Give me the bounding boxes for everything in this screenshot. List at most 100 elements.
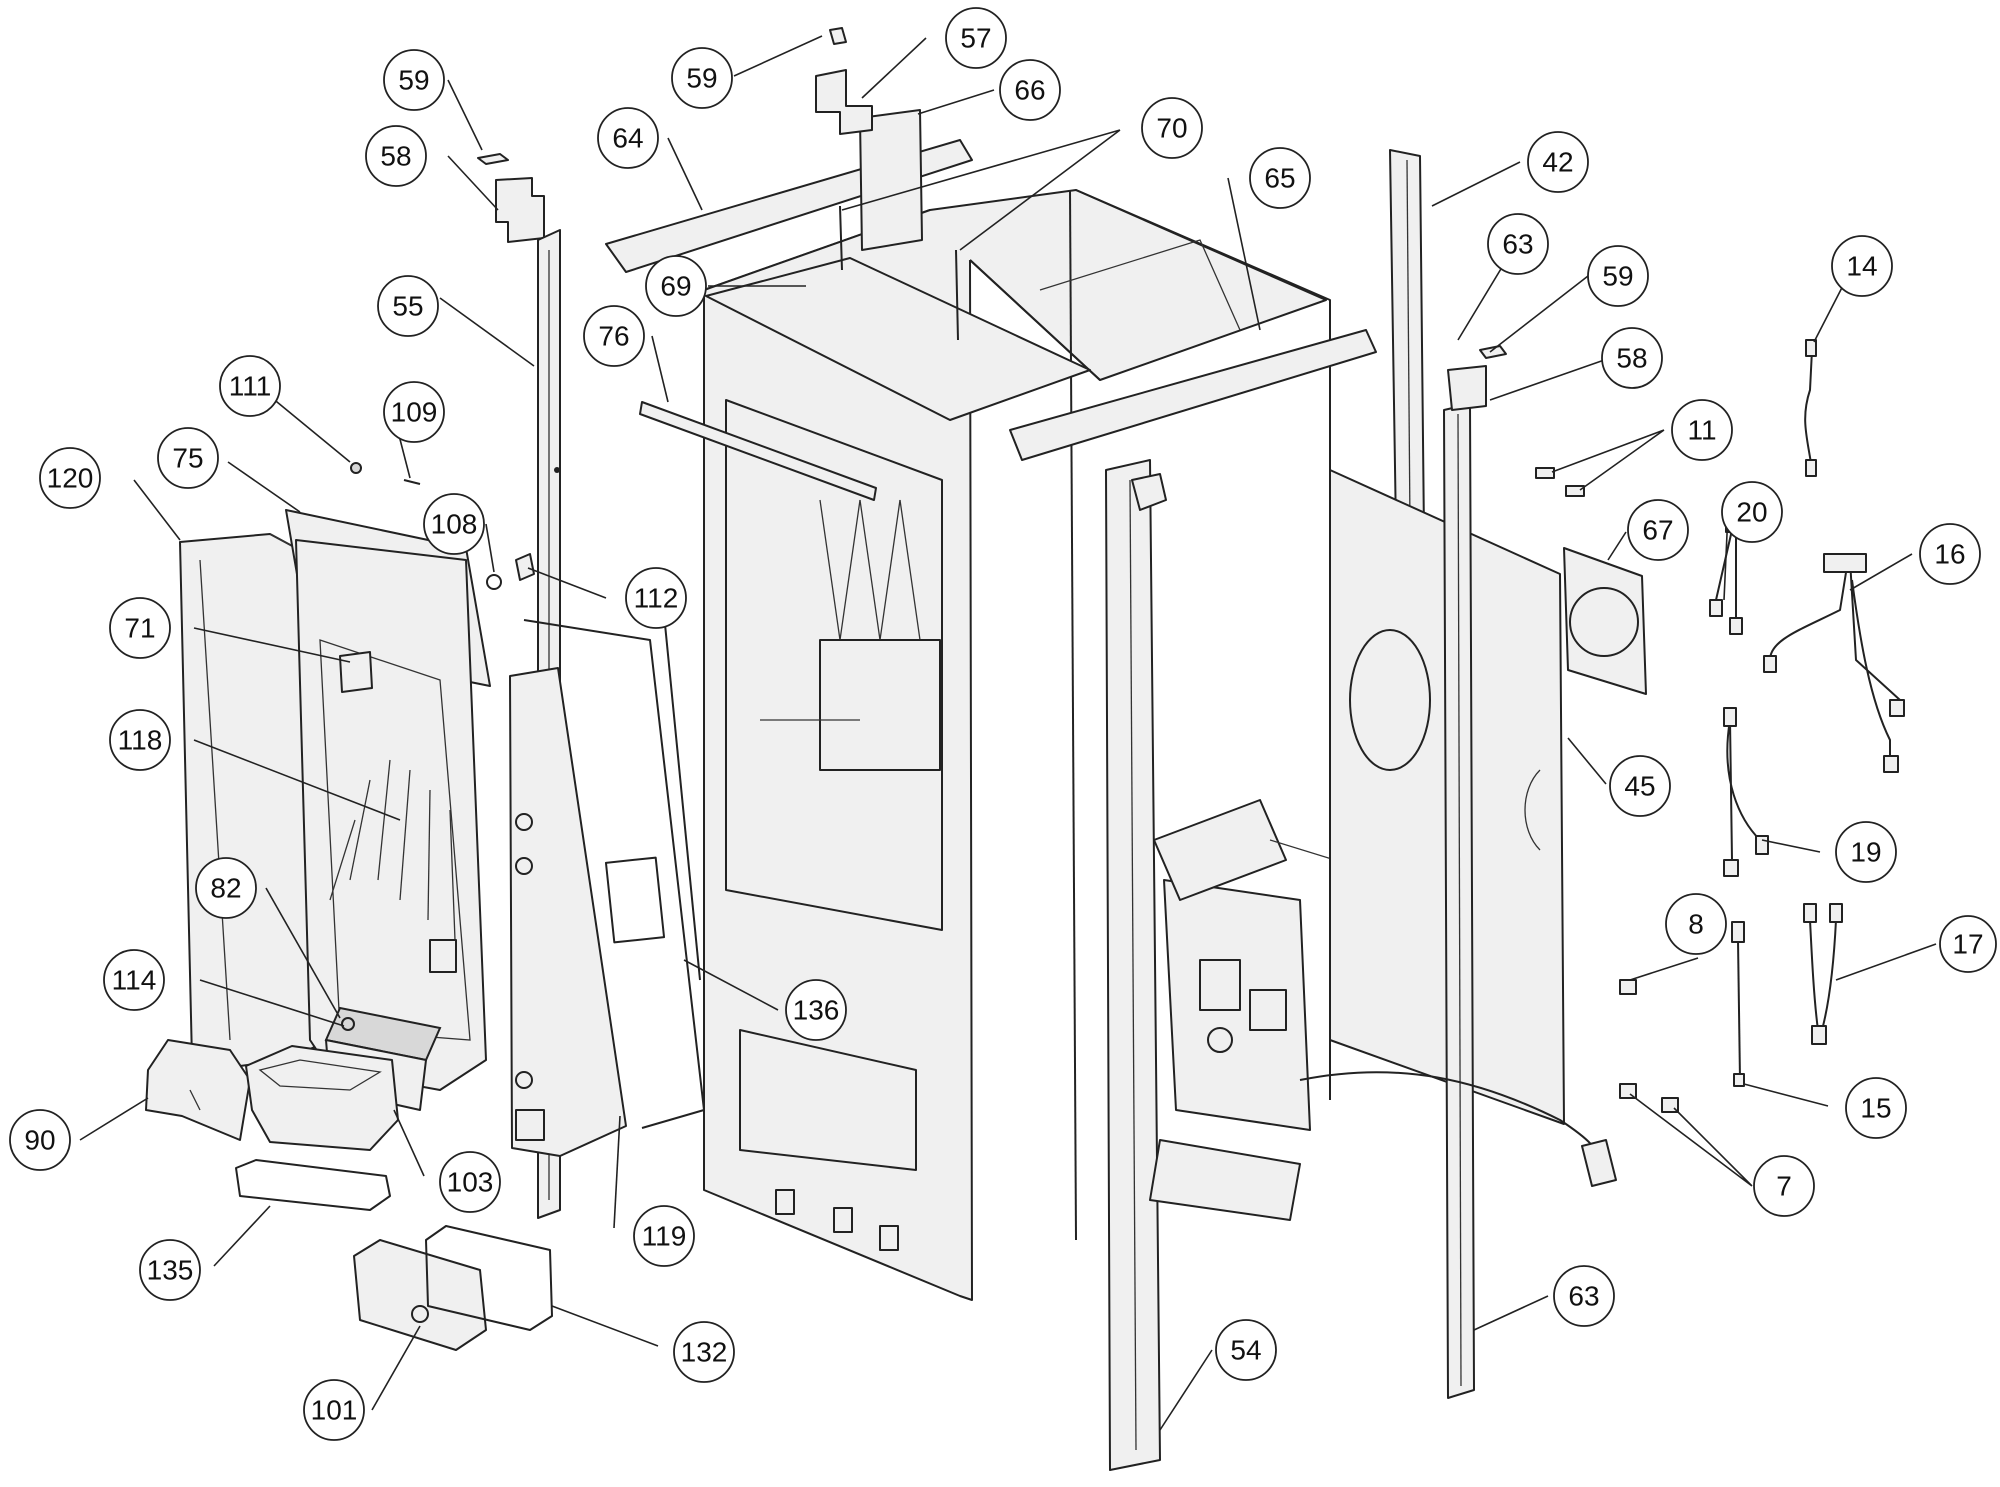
callout-63: 63 bbox=[1487, 213, 1549, 275]
callout-54: 54 bbox=[1215, 1319, 1277, 1381]
part-14-wire bbox=[1804, 349, 1813, 471]
callout-59: 59 bbox=[671, 47, 733, 109]
svg-text:7: 7 bbox=[1776, 1171, 1792, 1202]
callout-bubbles: 59 58 55 111 109 75 120 108 112 71 118 8… bbox=[9, 7, 1997, 1441]
part-69-plate bbox=[705, 257, 1091, 421]
callout-14: 14 bbox=[1831, 235, 1893, 297]
part-59-clip-right bbox=[1479, 345, 1507, 359]
svg-text:120: 120 bbox=[47, 463, 94, 494]
svg-text:11: 11 bbox=[1687, 415, 1716, 446]
callout-59: 59 bbox=[1587, 245, 1649, 307]
callout-45: 45 bbox=[1609, 755, 1671, 817]
svg-text:65: 65 bbox=[1264, 163, 1295, 194]
callout-59: 59 bbox=[383, 49, 445, 111]
callout-17: 17 bbox=[1939, 915, 1997, 973]
callout-7: 7 bbox=[1753, 1155, 1815, 1217]
callout-63: 63 bbox=[1553, 1265, 1615, 1327]
svg-text:76: 76 bbox=[598, 321, 629, 352]
part-90-cover bbox=[145, 1039, 251, 1141]
svg-text:15: 15 bbox=[1860, 1093, 1891, 1124]
callout-20: 20 bbox=[1721, 481, 1783, 543]
callout-16: 16 bbox=[1919, 523, 1981, 585]
callout-8: 8 bbox=[1665, 893, 1727, 955]
svg-text:136: 136 bbox=[793, 995, 840, 1026]
part-103-ash-pan bbox=[245, 1045, 399, 1151]
part-17-wire bbox=[1809, 919, 1837, 1031]
svg-text:59: 59 bbox=[398, 65, 429, 96]
callout-109: 109 bbox=[383, 381, 445, 443]
part-112-screw bbox=[515, 553, 535, 581]
svg-text:57: 57 bbox=[960, 23, 991, 54]
svg-text:67: 67 bbox=[1642, 515, 1673, 546]
callout-55: 55 bbox=[377, 275, 439, 337]
svg-text:90: 90 bbox=[24, 1125, 55, 1156]
part-20-wire bbox=[1715, 529, 1737, 620]
svg-text:19: 19 bbox=[1850, 837, 1881, 868]
svg-text:64: 64 bbox=[612, 123, 643, 154]
svg-text:14: 14 bbox=[1846, 251, 1877, 282]
callout-120: 120 bbox=[39, 447, 101, 509]
part-119-side-wall bbox=[509, 667, 627, 1157]
part-65-top-bar bbox=[1009, 329, 1377, 461]
part-58-bracket-right bbox=[1447, 365, 1487, 411]
svg-text:112: 112 bbox=[634, 583, 679, 614]
part-59-clip-left bbox=[477, 153, 509, 165]
svg-text:59: 59 bbox=[1602, 261, 1633, 292]
svg-text:16: 16 bbox=[1934, 539, 1965, 570]
callout-66: 66 bbox=[999, 59, 1061, 121]
callout-76: 76 bbox=[583, 305, 645, 367]
part-58-bracket-left bbox=[495, 177, 545, 243]
svg-text:103: 103 bbox=[447, 1167, 494, 1198]
svg-text:20: 20 bbox=[1736, 497, 1767, 528]
svg-text:109: 109 bbox=[391, 397, 438, 428]
callout-114: 114 bbox=[103, 949, 165, 1011]
svg-text:59: 59 bbox=[686, 63, 717, 94]
svg-text:63: 63 bbox=[1502, 229, 1533, 260]
callout-111: 111 bbox=[219, 355, 281, 417]
main-frame-window bbox=[725, 399, 943, 931]
part-114-screw bbox=[341, 1017, 355, 1031]
callout-118: 118 bbox=[109, 709, 171, 771]
svg-text:132: 132 bbox=[681, 1337, 728, 1368]
svg-text:114: 114 bbox=[112, 965, 157, 996]
callout-90: 90 bbox=[9, 1109, 71, 1171]
part-67-gasket-plate bbox=[1563, 547, 1647, 695]
part-19-wire bbox=[1726, 719, 1761, 861]
main-frame-lower-opening bbox=[739, 1029, 917, 1171]
svg-text:54: 54 bbox=[1230, 1335, 1261, 1366]
svg-text:63: 63 bbox=[1568, 1281, 1599, 1312]
svg-text:71: 71 bbox=[124, 613, 155, 644]
part-57-bracket bbox=[815, 69, 873, 135]
part-76-bar bbox=[639, 401, 877, 501]
svg-text:66: 66 bbox=[1014, 75, 1045, 106]
svg-text:118: 118 bbox=[118, 725, 163, 756]
svg-text:69: 69 bbox=[660, 271, 691, 302]
svg-text:55: 55 bbox=[392, 291, 423, 322]
svg-text:58: 58 bbox=[380, 141, 411, 172]
callout-70: 70 bbox=[1141, 97, 1203, 159]
svg-text:70: 70 bbox=[1156, 113, 1187, 144]
power-plug bbox=[1581, 1139, 1617, 1187]
callout-101: 101 bbox=[303, 1379, 365, 1441]
svg-text:101: 101 bbox=[311, 1395, 358, 1426]
callout-67: 67 bbox=[1627, 499, 1689, 561]
parts-drawing bbox=[145, 27, 1905, 1471]
part-136-rod bbox=[663, 613, 701, 981]
part-16-harness bbox=[1769, 559, 1901, 760]
motor-assembly bbox=[1153, 799, 1287, 901]
part-109-pin bbox=[403, 479, 421, 485]
callout-82: 82 bbox=[195, 857, 257, 919]
part-118-door bbox=[295, 539, 487, 1091]
svg-text:111: 111 bbox=[229, 371, 272, 402]
callout-19: 19 bbox=[1835, 821, 1897, 883]
part-101-plate bbox=[353, 1239, 487, 1351]
callout-135: 135 bbox=[139, 1239, 201, 1301]
svg-text:17: 17 bbox=[1952, 929, 1983, 960]
part-70-rod-a bbox=[839, 205, 843, 271]
part-11-connector-b bbox=[1565, 485, 1585, 497]
callout-132: 132 bbox=[673, 1321, 735, 1383]
electronics-board bbox=[1163, 879, 1311, 1131]
callout-103: 103 bbox=[439, 1151, 501, 1213]
leader-lines bbox=[79, 35, 1937, 1431]
part-66-upright bbox=[859, 109, 923, 251]
